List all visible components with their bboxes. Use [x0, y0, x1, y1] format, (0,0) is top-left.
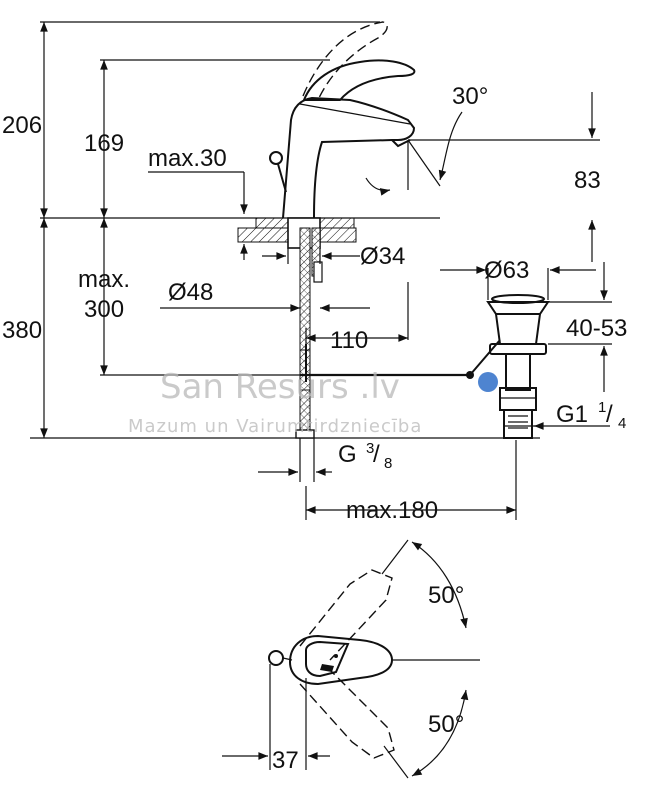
- dim-max180-label: max.180: [346, 497, 438, 524]
- dimension-83: 83: [574, 92, 601, 262]
- dimension-dia63: Ø63: [440, 257, 596, 300]
- dimension-40-53: 40-53: [548, 262, 627, 392]
- watermark-tagline: Mazum un Vairumtirdzniecība: [128, 416, 422, 437]
- dim-380-label: 380: [2, 317, 42, 344]
- faucet-top-view: [268, 569, 480, 759]
- dim-dia63-label: Ø63: [484, 257, 529, 284]
- dim-g1-den: 4: [618, 415, 626, 432]
- dim-max30-label: max.30: [148, 145, 227, 172]
- dim-max300-line2: 300: [84, 296, 124, 323]
- dim-g3-num: 3: [366, 440, 374, 457]
- faucet-side-view: [269, 21, 416, 219]
- waste-drain: [486, 294, 550, 439]
- dimension-380: 380: [2, 218, 48, 438]
- dim-50deg-top-label: 50°: [428, 582, 464, 609]
- dimension-g3-8: G 3 / 8: [258, 438, 392, 482]
- dim-g1-num: 1: [598, 399, 606, 416]
- reference-lines: [30, 21, 600, 439]
- dimension-dia34: Ø34: [262, 243, 405, 270]
- dimension-max300: max. 300: [78, 218, 130, 375]
- dimension-37: 37: [222, 664, 330, 774]
- dim-g3-den: 8: [384, 455, 392, 472]
- dimension-max180: max.180: [305, 440, 517, 524]
- dim-83-label: 83: [574, 167, 601, 194]
- dim-37-label: 37: [272, 747, 299, 774]
- dimension-50deg-top: 50°: [381, 539, 468, 629]
- dimension-30deg: 30°: [407, 83, 488, 187]
- dim-110-label: 110: [330, 327, 368, 354]
- dimension-206: 206: [2, 22, 48, 218]
- dimension-g1-1-4: G1 1 / 4: [504, 399, 626, 432]
- watermark-brand: San Resurs .lv: [160, 367, 400, 407]
- dim-30deg-label: 30°: [452, 83, 488, 110]
- dim-g1-label: G1: [556, 401, 588, 428]
- dimension-dia48: Ø48: [160, 279, 370, 312]
- dim-50deg-bottom-label: 50°: [428, 711, 464, 738]
- dim-g3-slash: /: [373, 441, 380, 468]
- dimension-110: 110: [305, 282, 409, 354]
- dim-40-53-label: 40-53: [566, 315, 627, 342]
- dim-g3-label: G: [338, 441, 357, 468]
- dim-206-label: 206: [2, 112, 42, 139]
- dim-dia34-label: Ø34: [360, 243, 405, 270]
- dim-max300-line1: max.: [78, 266, 130, 293]
- dim-dia48-label: Ø48: [168, 279, 213, 306]
- deck-mounting: [237, 217, 501, 439]
- dim-g1-slash: /: [606, 401, 613, 428]
- dimension-50deg-bottom: 50°: [383, 689, 469, 779]
- dimension-max30: max.30: [148, 145, 248, 260]
- watermark: San Resurs .lv Mazum un Vairumtirdzniecī…: [128, 367, 498, 437]
- dimension-169: 169: [84, 59, 124, 218]
- dim-169-label: 169: [84, 130, 124, 157]
- watermark-drop-icon: [478, 372, 498, 392]
